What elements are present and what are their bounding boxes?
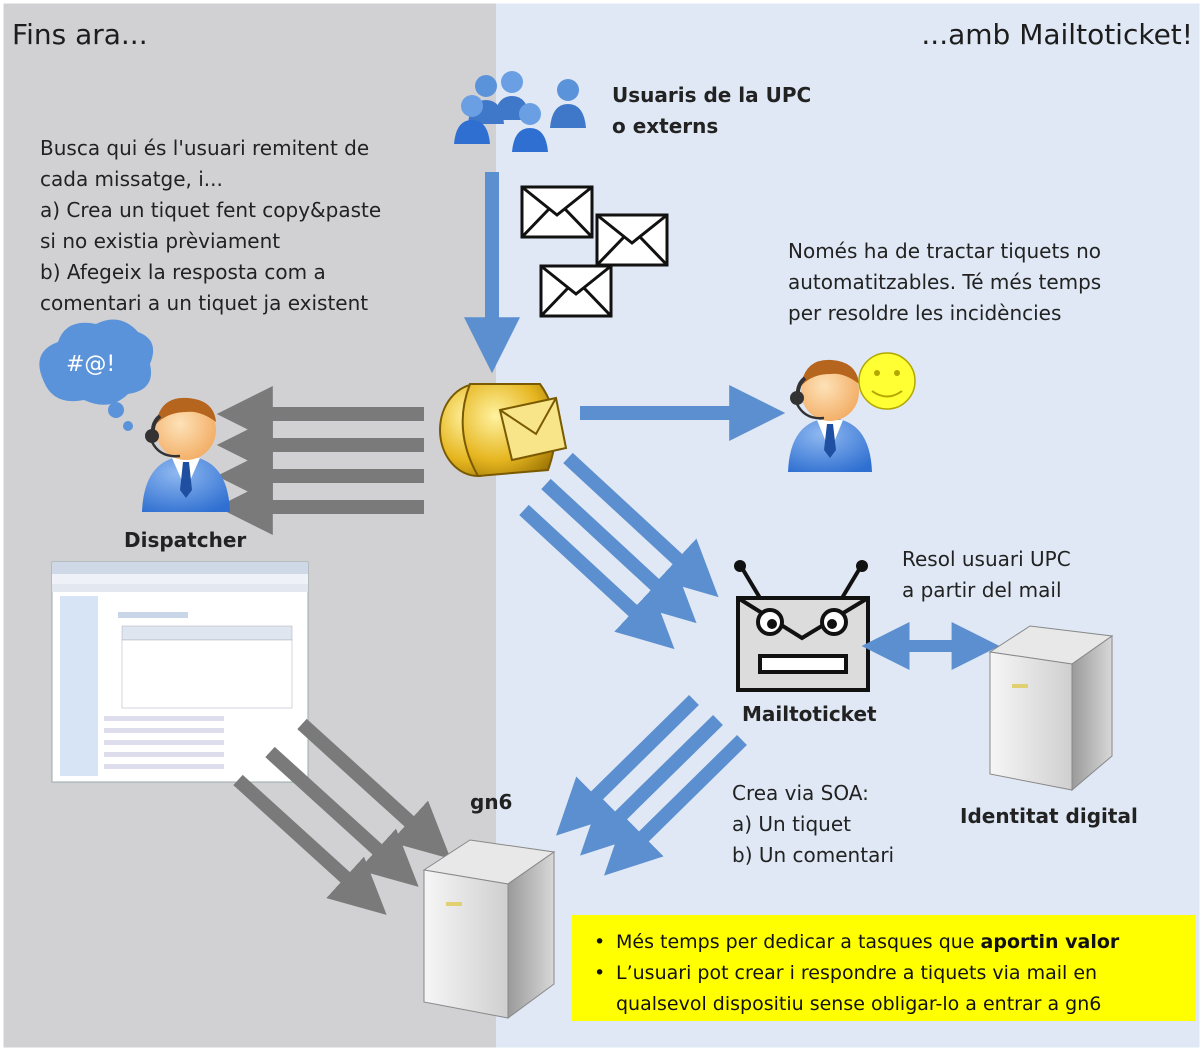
benefit-item: L’usuari pot crear i respondre a tiquets… [590, 958, 1180, 1020]
thought-bubble [39, 319, 154, 431]
robot-to-gn6-arrows [556, 695, 747, 876]
benefit-text: qualsevol dispositiu sense obligar-lo a … [616, 993, 1102, 1015]
benefit-emphasis: aportin valor [980, 931, 1120, 953]
resolve-note-line: Resol usuari UPC [902, 547, 1071, 571]
envelope-icon [595, 213, 669, 267]
right-panel-title: ...amb Mailtoticket! [921, 18, 1193, 51]
left-panel-title: Fins ara... [12, 18, 148, 51]
thought-bubble-text: #@! [66, 352, 116, 377]
gn6-server-icon [422, 839, 556, 1019]
agent-note: Només ha de tractar tiquets no automatit… [788, 236, 1101, 329]
mailtoticket-robot-icon [734, 560, 870, 692]
resolve-note: Resol usuari UPC a partir del mail [902, 544, 1071, 606]
dispatcher-to-gn6-arrows [233, 718, 451, 915]
description-line: Busca qui és l'usuari remitent de [40, 136, 370, 160]
description-line: cada missatge, i... [40, 167, 223, 191]
users-label-line: o externs [612, 114, 719, 138]
benefit-text: Més temps per dedicar a tasques que [616, 931, 981, 953]
benefits-callout: Més temps per dedicar a tasques que apor… [572, 915, 1196, 1021]
description-line: si no existia prèviament [40, 229, 281, 253]
identity-server-icon [988, 625, 1114, 792]
agent-note-line: Només ha de tractar tiquets no [788, 239, 1102, 263]
envelope-icon [520, 185, 594, 239]
agent-person-icon [788, 359, 872, 472]
dispatcher-label: Dispatcher [124, 528, 247, 552]
mailbox-icon [439, 383, 568, 478]
mailbox-to-robot-arrows [519, 452, 719, 650]
users-label-line: Usuaris de la UPC [612, 83, 812, 107]
users-group-icon [454, 71, 586, 152]
envelope-icon [539, 264, 613, 318]
soa-note-line: Crea via SOA: [732, 781, 869, 805]
right-panel-background [496, 0, 1203, 1051]
mailbox-to-dispatcher-arrows [216, 386, 424, 535]
dispatcher-description: Busca qui és l'usuari remitent de cada m… [40, 133, 381, 319]
benefit-item: Més temps per dedicar a tasques que apor… [590, 927, 1180, 958]
resolve-note-line: a partir del mail [902, 578, 1062, 602]
users-label: Usuaris de la UPC o externs [612, 80, 811, 142]
robot-label: Mailtoticket [742, 702, 877, 726]
description-line: a) Crea un tiquet fent copy&paste [40, 198, 382, 222]
soa-note-line: a) Un tiquet [732, 812, 852, 836]
agent-note-line: per resoldre les incidències [788, 301, 1062, 325]
gn6-label: gn6 [470, 790, 513, 814]
identity-label: Identitat digital [960, 804, 1138, 828]
smiley-icon [858, 352, 916, 410]
soa-note: Crea via SOA: a) Un tiquet b) Un comenta… [732, 778, 894, 871]
ticket-form-screenshot [51, 561, 309, 783]
description-line: comentari a un tiquet ja existent [40, 291, 369, 315]
agent-note-line: automatitzables. Té més temps [788, 270, 1102, 294]
soa-note-line: b) Un comentari [732, 843, 895, 867]
benefit-text: L’usuari pot crear i respondre a tiquets… [616, 962, 1098, 984]
description-line: b) Afegeix la resposta com a [40, 260, 326, 284]
dispatcher-person-icon [142, 397, 230, 512]
